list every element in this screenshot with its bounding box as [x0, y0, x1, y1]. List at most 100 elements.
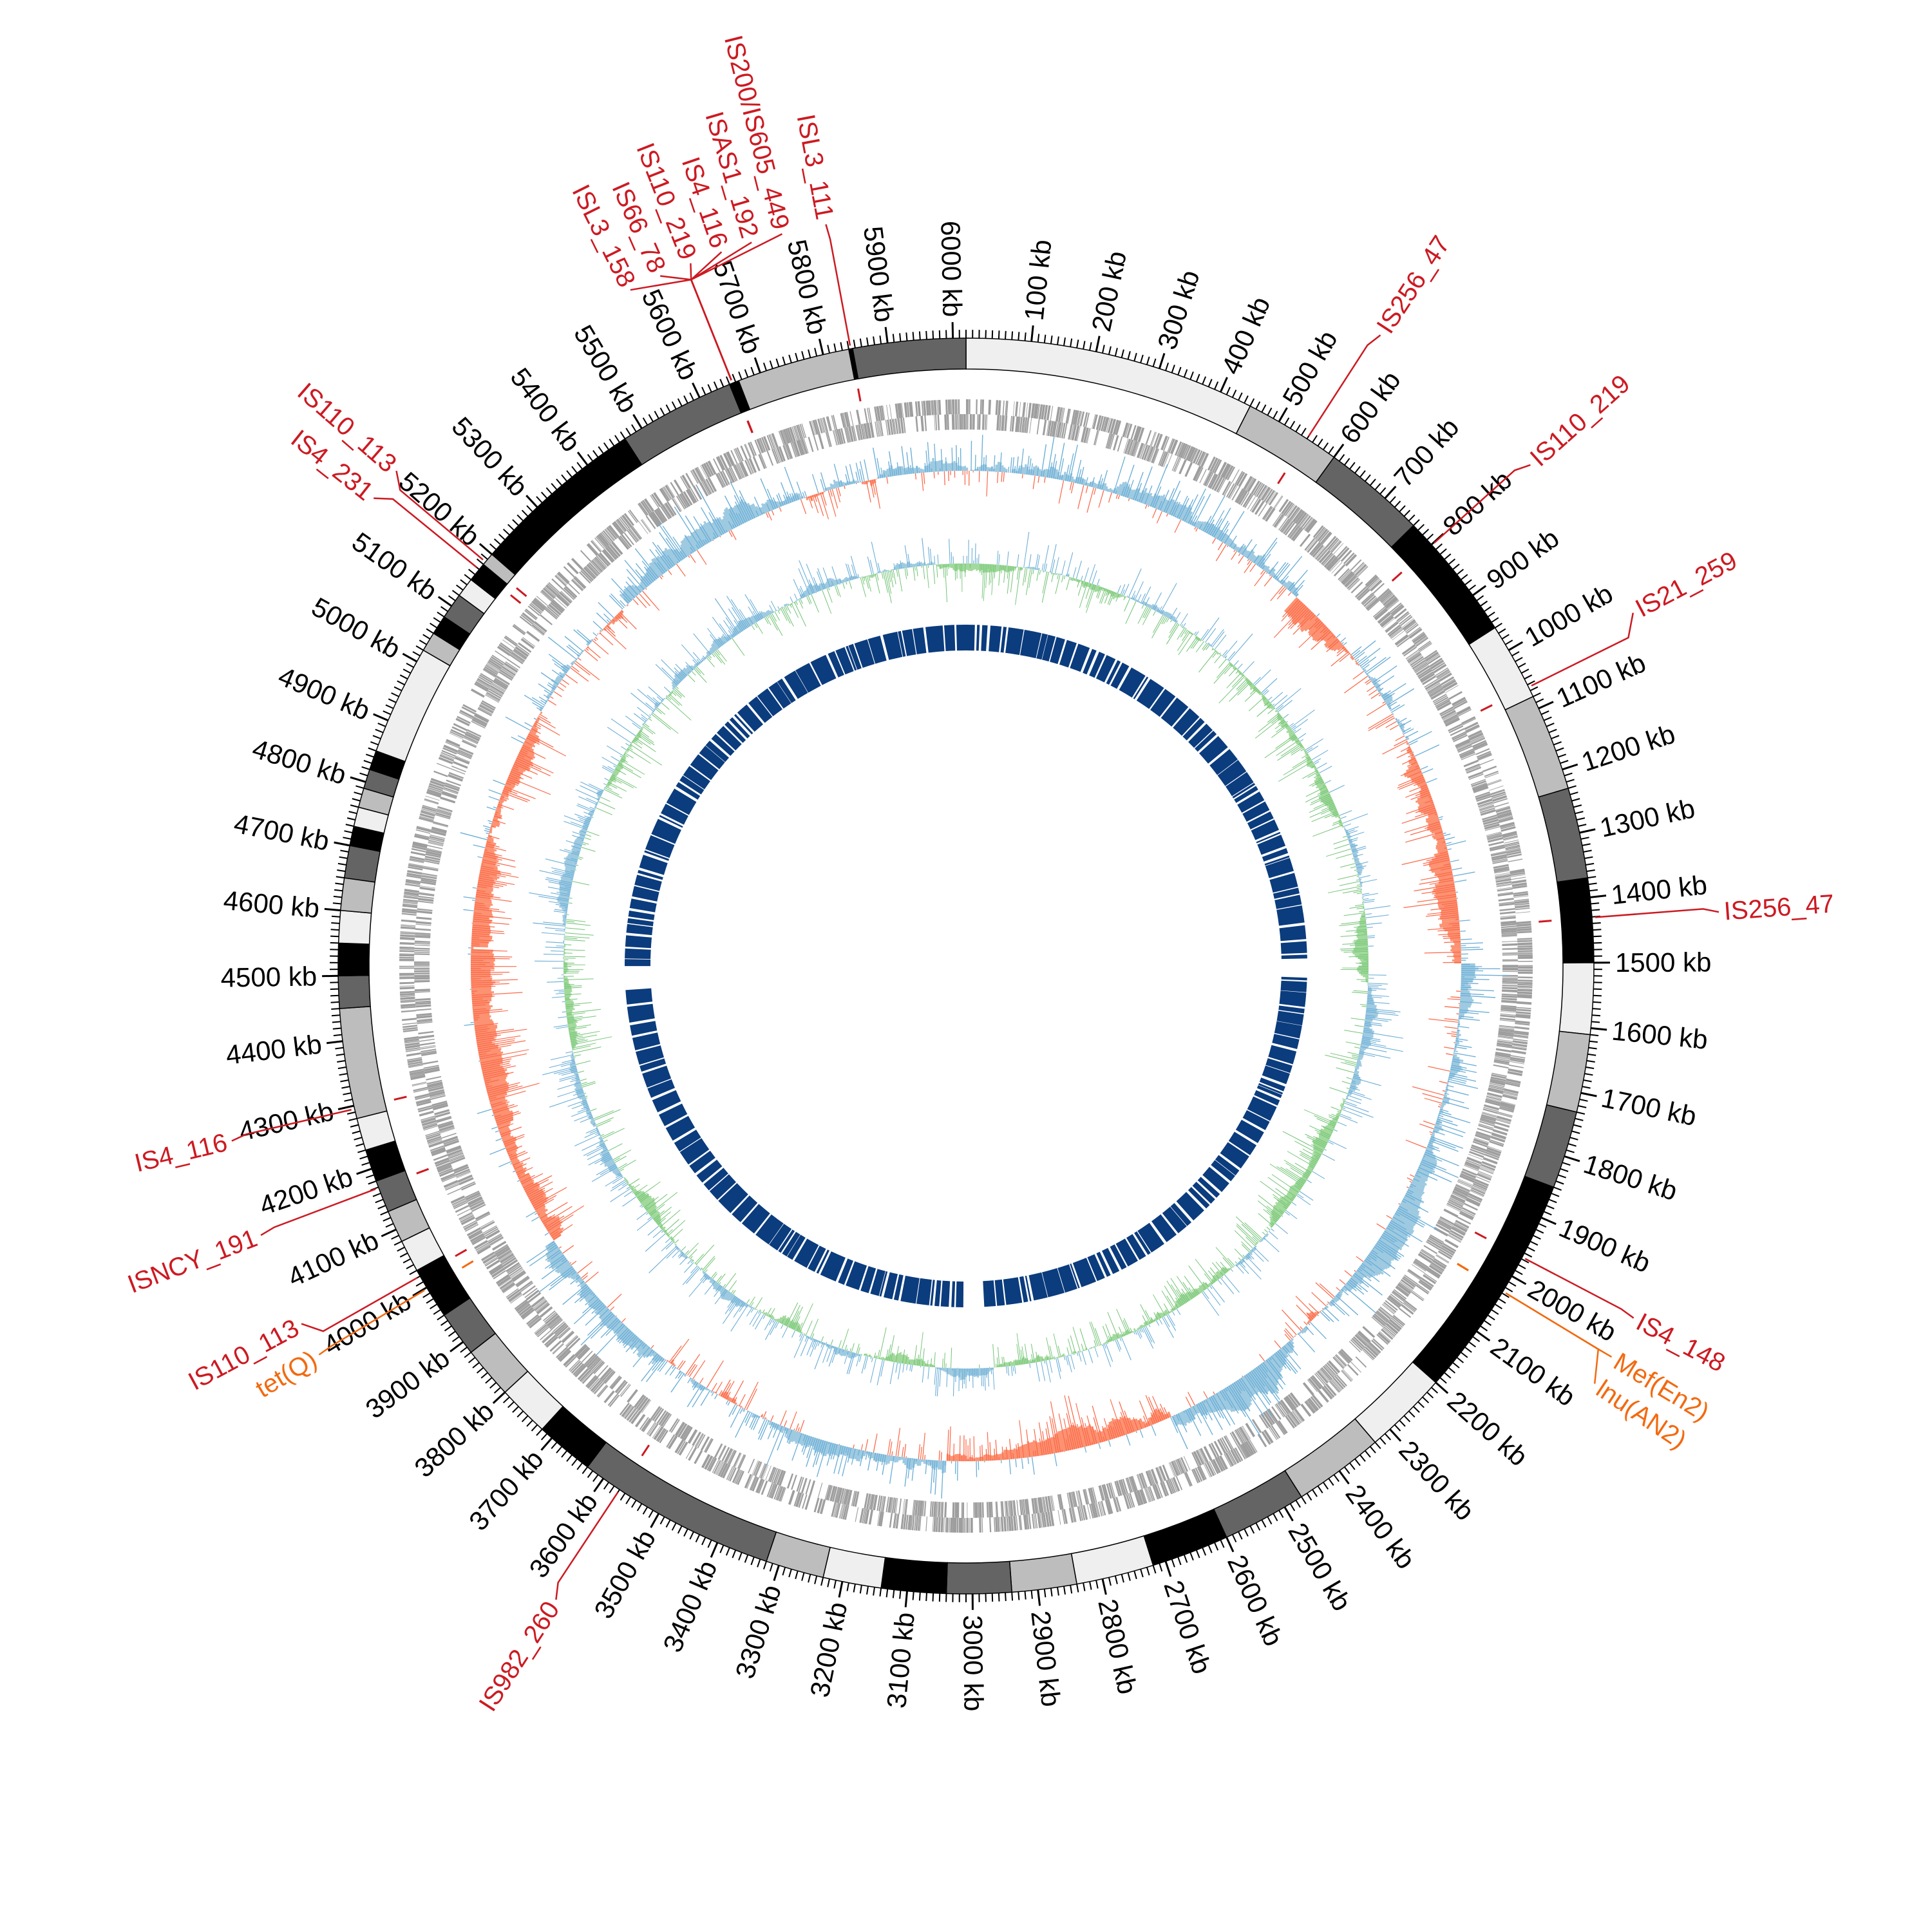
- annotation-leader-line: [301, 1277, 418, 1332]
- tick-label: 1500 kb: [1615, 947, 1712, 978]
- karyotype-band: [337, 974, 371, 1009]
- tick-label: 3800 kb: [408, 1396, 500, 1483]
- major-tick: [1338, 1470, 1350, 1484]
- tick-label: 1600 kb: [1611, 1015, 1709, 1055]
- tick-label: 2700 kb: [1158, 1577, 1217, 1678]
- annotation-leader-line: [395, 470, 484, 561]
- tick-label: 2800 kb: [1092, 1596, 1142, 1697]
- annotation-leader-line: [1531, 612, 1634, 687]
- is-element-label: ISNCY_191: [124, 1224, 261, 1298]
- major-tick: [327, 1040, 343, 1045]
- karyotype-band: [1354, 1361, 1437, 1443]
- major-tick: [1508, 641, 1524, 651]
- tick-label: 3200 kb: [804, 1600, 853, 1700]
- is-element-label: ISL3_111: [791, 112, 839, 222]
- gc-content-negative-mean: [564, 564, 1368, 1368]
- tick-label: 1100 kb: [1552, 647, 1651, 714]
- tick-label: 4500 kb: [220, 961, 317, 992]
- annotation-marker: [1277, 472, 1286, 484]
- tick-label: 400 kb: [1215, 292, 1276, 379]
- tick-label: 3900 kb: [360, 1343, 455, 1425]
- major-tick: [951, 322, 954, 339]
- major-tick: [1562, 763, 1578, 771]
- annotation-leader-line: [231, 1108, 352, 1142]
- major-tick: [632, 413, 643, 429]
- annotation-leader-line: [374, 497, 477, 568]
- annotation-marker: [857, 388, 862, 402]
- karyotype-band: [339, 1006, 388, 1119]
- tick-label: 3000 kb: [958, 1615, 989, 1712]
- annotation-leader-line: [260, 1188, 376, 1236]
- tick-label: 5300 kb: [446, 411, 534, 502]
- annotation-marker: [509, 594, 522, 604]
- tick-label: 4700 kb: [232, 808, 332, 857]
- annotation-marker: [1474, 1231, 1487, 1240]
- minor-ticks: [329, 330, 1603, 1602]
- tick-label: 1800 kb: [1580, 1148, 1681, 1206]
- major-tick: [773, 1565, 780, 1581]
- major-tick: [1278, 407, 1288, 422]
- karyotype-band: [1556, 877, 1595, 963]
- gc-skew-positive-mean: [539, 458, 1479, 1473]
- major-tick: [324, 907, 341, 912]
- major-tick: [1579, 828, 1596, 834]
- major-tick: [1511, 1275, 1527, 1285]
- tick-label: 5800 kb: [782, 237, 833, 337]
- tick-label: 2400 kb: [1340, 1479, 1421, 1575]
- is-element-label: IS21_259: [1631, 546, 1742, 623]
- karyotype-band: [339, 877, 376, 914]
- karyotype-band: [1504, 696, 1569, 798]
- major-tick: [337, 1104, 354, 1110]
- annotation-leader-line: [825, 224, 851, 346]
- karyotype-band: [766, 1531, 831, 1578]
- karyotype-band: [337, 942, 370, 977]
- major-tick: [1389, 1428, 1402, 1442]
- gc-content-negative: [564, 564, 1368, 1368]
- karyotype-band: [1524, 1104, 1578, 1188]
- is-element-label: IS4_116: [132, 1128, 230, 1178]
- tick-label: 2900 kb: [1025, 1609, 1066, 1709]
- annotation-marker: [416, 1168, 430, 1175]
- tick-label: 2600 kb: [1222, 1550, 1289, 1651]
- major-tick: [710, 1542, 719, 1558]
- karyotype-band: [880, 1557, 948, 1595]
- major-tick: [692, 382, 701, 398]
- karyotype-band: [624, 383, 742, 466]
- is-element-label: IS110_219: [1525, 370, 1636, 472]
- is-element-label: IS256_47: [1723, 889, 1835, 925]
- tick-label: 2200 kb: [1442, 1385, 1534, 1472]
- major-tick: [437, 596, 453, 607]
- major-tick: [1164, 1560, 1172, 1577]
- tick-label: 3600 kb: [523, 1487, 603, 1583]
- annotation-leader-line: [555, 1492, 619, 1600]
- tick-label: 5600 kb: [636, 285, 704, 384]
- major-tick: [1564, 1155, 1580, 1162]
- major-tick: [381, 1228, 397, 1238]
- major-tick: [904, 1591, 908, 1607]
- major-tick: [576, 451, 589, 466]
- major-tick: [1590, 895, 1607, 898]
- tick-label: 4600 kb: [222, 885, 321, 923]
- tick-label: 4000 kb: [318, 1285, 416, 1361]
- major-tick: [478, 543, 493, 555]
- annotation-leader-line: [1524, 1258, 1634, 1319]
- major-tick: [1580, 1092, 1597, 1097]
- is-element-label: IS256_47: [1371, 231, 1455, 338]
- annotation-marker: [1539, 920, 1552, 923]
- annotation-marker: [393, 1095, 407, 1101]
- annotation-leader-line: [1505, 1292, 1600, 1384]
- annotation-leader-line: [1308, 334, 1381, 437]
- annotation-marker: [1391, 571, 1403, 582]
- tick-label: 900 kb: [1481, 523, 1565, 595]
- karyotype-band: [337, 909, 372, 945]
- tick-label: 1400 kb: [1609, 869, 1709, 910]
- annotation-marker: [516, 587, 527, 597]
- karyotype-band: [1538, 788, 1589, 883]
- tick-label: 6000 kb: [935, 220, 967, 317]
- tick-label: 100 kb: [1019, 238, 1057, 322]
- tick-label: 3700 kb: [463, 1444, 549, 1536]
- tick-label: 1000 kb: [1519, 578, 1618, 653]
- tick-label: 1300 kb: [1597, 793, 1698, 843]
- tick-label: 2500 kb: [1282, 1518, 1357, 1616]
- tick-label: 4300 kb: [236, 1095, 336, 1146]
